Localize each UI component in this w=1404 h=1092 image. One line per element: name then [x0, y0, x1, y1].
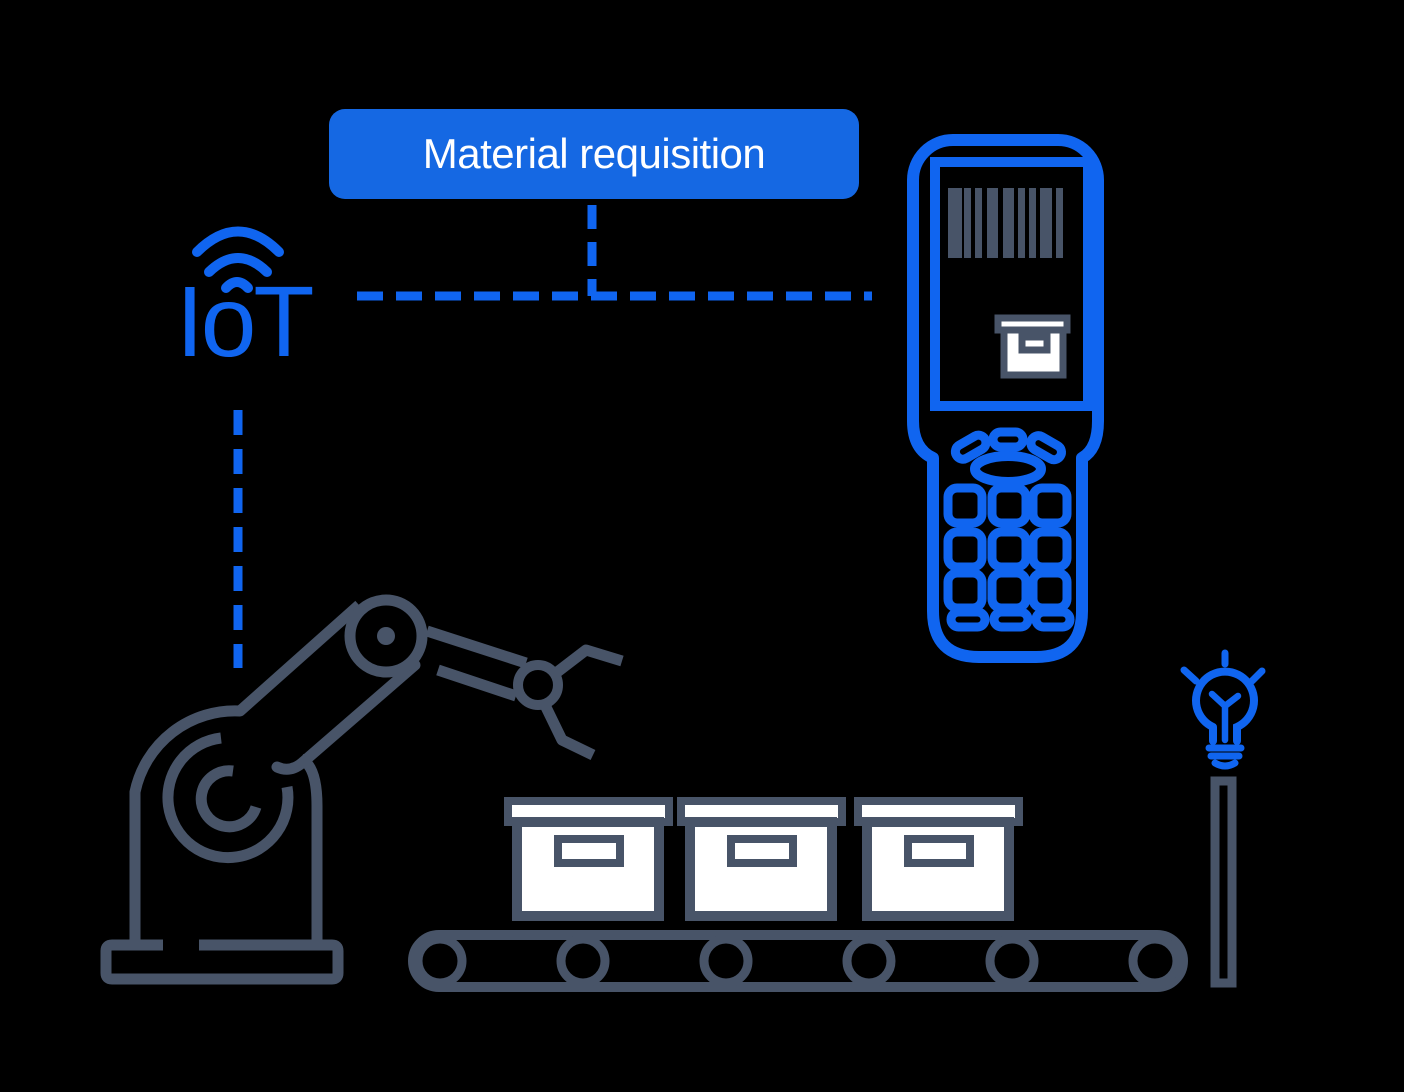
shoulder-spiral — [195, 765, 262, 833]
box-icon — [504, 797, 673, 921]
scanner-body — [907, 134, 1104, 663]
boxes-on-belt — [504, 797, 1023, 921]
keypad-key — [943, 483, 987, 528]
forearm-upper-edge — [425, 625, 528, 669]
barcode-scanner-icon — [907, 134, 1104, 663]
scanner-screen — [930, 157, 1093, 411]
keypad-pill-key — [946, 607, 990, 632]
box-icon — [854, 797, 1023, 921]
bulb-glass — [1192, 667, 1258, 745]
conveyor-belt-icon — [408, 930, 1188, 992]
keypad-key — [1028, 483, 1072, 528]
belt — [408, 930, 1188, 992]
box-icon — [994, 314, 1071, 379]
light-ray — [1180, 666, 1200, 685]
lightbulb-icon — [1180, 649, 1266, 770]
scanner-keypad — [943, 483, 1075, 632]
keypad-key — [987, 483, 1031, 528]
function-key — [950, 430, 991, 464]
robot-body-left-and-upper-arm — [129, 600, 363, 941]
keypad-key — [987, 527, 1031, 572]
connector-lines — [233, 205, 872, 668]
roller — [413, 934, 467, 988]
bulb-base — [1205, 744, 1245, 770]
keypad-key — [1028, 527, 1072, 572]
forearm-lower-edge — [436, 664, 518, 702]
keypad-key — [943, 527, 987, 572]
upper-arm-lower-edge — [271, 659, 421, 775]
iot-label: IoT — [176, 266, 314, 378]
gripper-lower-claw — [539, 700, 596, 760]
roller — [842, 934, 896, 988]
robot-body-right-edge — [298, 753, 323, 941]
keypad-pill-key — [1031, 607, 1075, 632]
keypad-pill-key — [989, 607, 1033, 632]
gripper-upper-claw — [552, 644, 624, 678]
keypad-key — [987, 568, 1031, 613]
robot-base-platform — [100, 939, 344, 985]
elbow-joint — [344, 594, 428, 678]
shoulder-ring — [162, 732, 294, 864]
roller — [699, 934, 753, 988]
keypad-key — [1028, 568, 1072, 613]
roller — [1128, 934, 1182, 988]
roller — [985, 934, 1039, 988]
box-icon — [677, 797, 846, 921]
barcode — [948, 188, 1063, 258]
elbow-joint-center — [377, 627, 395, 645]
function-key — [988, 427, 1028, 452]
light-pole — [1210, 776, 1237, 988]
roller — [556, 934, 610, 988]
light-ray — [1248, 667, 1266, 685]
material-requisition-label: Material requisition — [329, 109, 859, 199]
robot-arm-icon — [100, 594, 624, 985]
function-key — [1026, 431, 1066, 465]
material-requisition-text: Material requisition — [422, 130, 766, 177]
keypad-key — [943, 568, 987, 613]
scanner-function-buttons — [950, 427, 1066, 487]
bulb-filament — [1208, 690, 1242, 744]
wrist-joint — [513, 660, 563, 710]
scan-button — [970, 451, 1046, 487]
wifi-icon — [192, 226, 284, 293]
